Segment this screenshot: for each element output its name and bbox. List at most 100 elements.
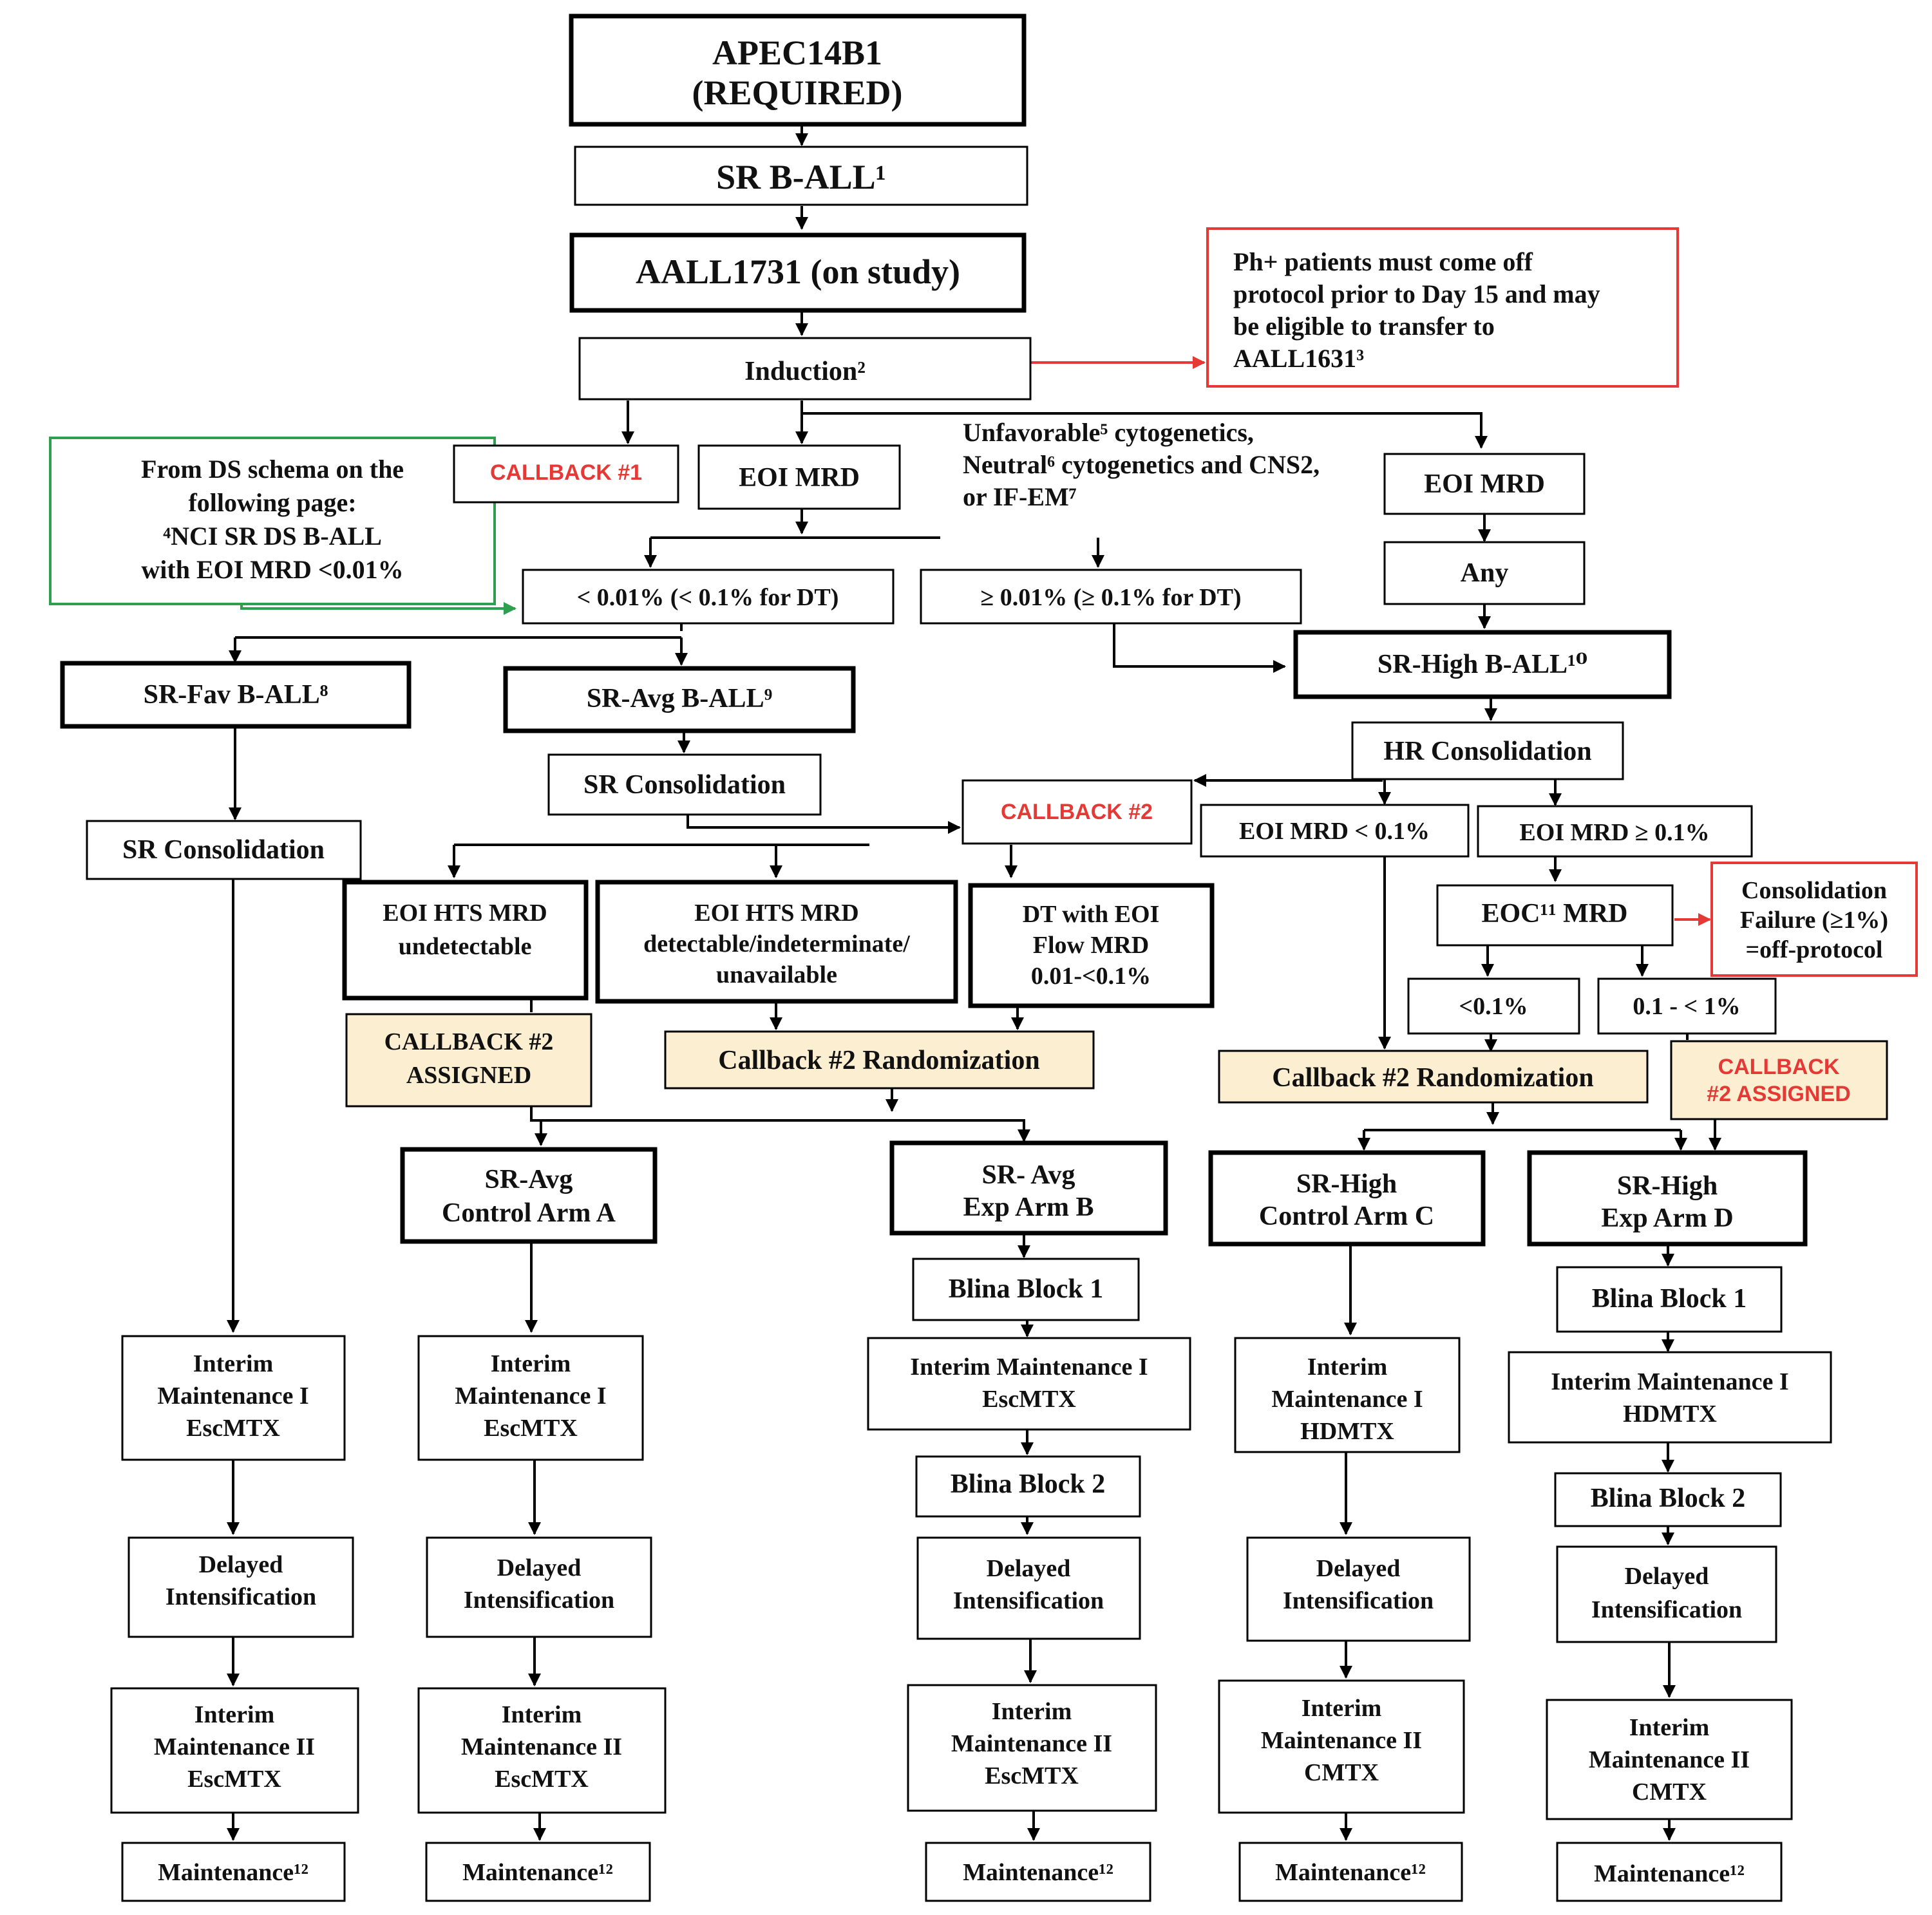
sr-consol-left-box — [86, 820, 362, 880]
callback2-label: CALLBACK #2 — [1001, 800, 1153, 824]
unfavorable-label: Unfavorable⁵ cytogenetics,Neutral⁶ cytog… — [963, 418, 1320, 511]
im1-a-box — [417, 1335, 644, 1461]
ds-note-line: ⁴NCI SR DS B-ALL — [163, 522, 382, 551]
unfavorable-line: Unfavorable⁵ cytogenetics, — [963, 418, 1254, 447]
blina2-b-line: Blina Block 2 — [951, 1469, 1105, 1499]
sr-consol-mid-label: SR Consolidation — [583, 770, 786, 800]
eoi-mrd-right-label: EOI MRD — [1424, 469, 1545, 499]
ds-note-line: following page: — [188, 488, 356, 517]
im2-c-line: Interim — [1302, 1695, 1382, 1722]
ge001-box — [920, 569, 1302, 625]
im2-c-box — [1218, 1679, 1465, 1814]
im2-c-line: Maintenance II — [1261, 1727, 1422, 1754]
im1-d-line: HDMTX — [1623, 1401, 1717, 1428]
dt-flow-line: DT with EOI — [1023, 901, 1160, 928]
consol-fail-box — [1710, 862, 1918, 977]
im1-c-line: Maintenance I — [1271, 1386, 1423, 1413]
ph-note-line: protocol prior to Day 15 and may — [1233, 279, 1600, 308]
induction-label: Induction² — [744, 357, 866, 386]
di-b-line: Delayed — [987, 1555, 1071, 1582]
sr-avg-label: SR-Avg B-ALL⁹ — [587, 684, 772, 713]
eoc-mrd-box — [1436, 884, 1674, 947]
sr-ball-line: SR B-ALL¹ — [716, 158, 886, 196]
ds-note-line: From DS schema on the — [141, 455, 404, 484]
di-d-box — [1556, 1545, 1777, 1643]
dt-flow-line: Flow MRD — [1033, 932, 1149, 959]
di-c-line: Intensification — [1283, 1587, 1434, 1614]
im1-c-box — [1234, 1337, 1461, 1453]
induction-line: Induction² — [744, 357, 866, 386]
hts-undetect-line: EOI HTS MRD — [383, 900, 547, 927]
im2-fav-line: Maintenance II — [154, 1733, 315, 1760]
im2-d-box — [1546, 1699, 1793, 1820]
arm-b-line: SR- Avg — [981, 1160, 1075, 1190]
im1-d-box — [1508, 1351, 1832, 1444]
ge001-line: ≥ 0.01% (≥ 0.1% for DT) — [980, 584, 1241, 611]
im2-b-line: Interim — [992, 1698, 1072, 1725]
arm-a-box — [400, 1147, 658, 1244]
di-d-line: Intensification — [1591, 1596, 1742, 1623]
di-fav-line: Intensification — [166, 1583, 316, 1610]
sr-fav-label: SR-Fav B-ALL⁸ — [144, 680, 328, 710]
eoi-mrd-left-box — [697, 444, 901, 510]
callback1-box — [453, 444, 679, 504]
arm-b-box — [889, 1140, 1168, 1236]
blina2-d-label: Blina Block 2 — [1591, 1484, 1745, 1513]
arm-a-line: Control Arm A — [442, 1198, 616, 1228]
blina1-d-label: Blina Block 1 — [1592, 1284, 1747, 1314]
blina2-b-label: Blina Block 2 — [951, 1469, 1105, 1499]
di-fav-line: Delayed — [199, 1551, 283, 1578]
apec-label: APEC14B1(REQUIRED) — [692, 33, 902, 112]
cb2-assigned-right-label: CALLBACK#2 ASSIGNED — [1707, 1055, 1851, 1106]
callback1-label: CALLBACK #1 — [490, 460, 642, 485]
im2-d-line: Maintenance II — [1589, 1746, 1750, 1773]
im2-fav-line: Interim — [194, 1701, 275, 1728]
hts-detect-box — [595, 880, 958, 1004]
sr-high-line: SR-High B-ALL¹⁰ — [1378, 650, 1587, 679]
boxes — [49, 14, 1918, 1902]
any-box — [1383, 541, 1586, 605]
im2-d-line: Interim — [1629, 1714, 1710, 1741]
im2-a-line: Maintenance II — [461, 1733, 622, 1760]
im1-fav-line: Interim — [193, 1350, 274, 1377]
range01-1-box — [1597, 977, 1777, 1035]
eoc-mrd-label: EOC¹¹ MRD — [1481, 899, 1627, 929]
any-label: Any — [1461, 558, 1509, 588]
arm-d-line: SR-High — [1617, 1171, 1718, 1201]
di-a-line: Intensification — [464, 1587, 614, 1614]
sr-high-label: SR-High B-ALL¹⁰ — [1378, 650, 1587, 679]
im1-a-line: Interim — [491, 1350, 571, 1377]
induction-box — [578, 337, 1032, 401]
im2-fav-box — [110, 1687, 359, 1814]
cb2-rand-mid-box — [664, 1030, 1095, 1090]
blina1-d-line: Blina Block 1 — [1592, 1284, 1747, 1314]
blina1-b-line: Blina Block 1 — [949, 1274, 1103, 1304]
callback1-line: CALLBACK #1 — [490, 460, 642, 485]
im1-c-line: Interim — [1307, 1354, 1388, 1381]
ge001-label: ≥ 0.01% (≥ 0.1% for DT) — [980, 584, 1241, 611]
im2-b-line: Maintenance II — [951, 1730, 1112, 1757]
ds-note-line: with EOI MRD <0.01% — [141, 555, 403, 584]
sr-fav-line: SR-Fav B-ALL⁸ — [144, 680, 328, 710]
sr-avg-line: SR-Avg B-ALL⁹ — [587, 684, 772, 713]
im1-fav-line: Maintenance I — [157, 1382, 308, 1410]
cb2-rand-mid-label: Callback #2 Randomization — [718, 1046, 1039, 1075]
maint-fav-box — [121, 1842, 346, 1902]
eoi-ge01-label: EOI MRD ≥ 0.1% — [1519, 819, 1709, 846]
aall1731-box — [569, 232, 1027, 313]
lt001-box — [522, 569, 895, 625]
lt01-box — [1407, 977, 1580, 1035]
cb2-rand-right-label: Callback #2 Randomization — [1272, 1063, 1593, 1093]
di-a-line: Delayed — [497, 1554, 582, 1581]
blina1-b-label: Blina Block 1 — [949, 1274, 1103, 1304]
maint-fav-label: Maintenance¹² — [158, 1859, 308, 1886]
